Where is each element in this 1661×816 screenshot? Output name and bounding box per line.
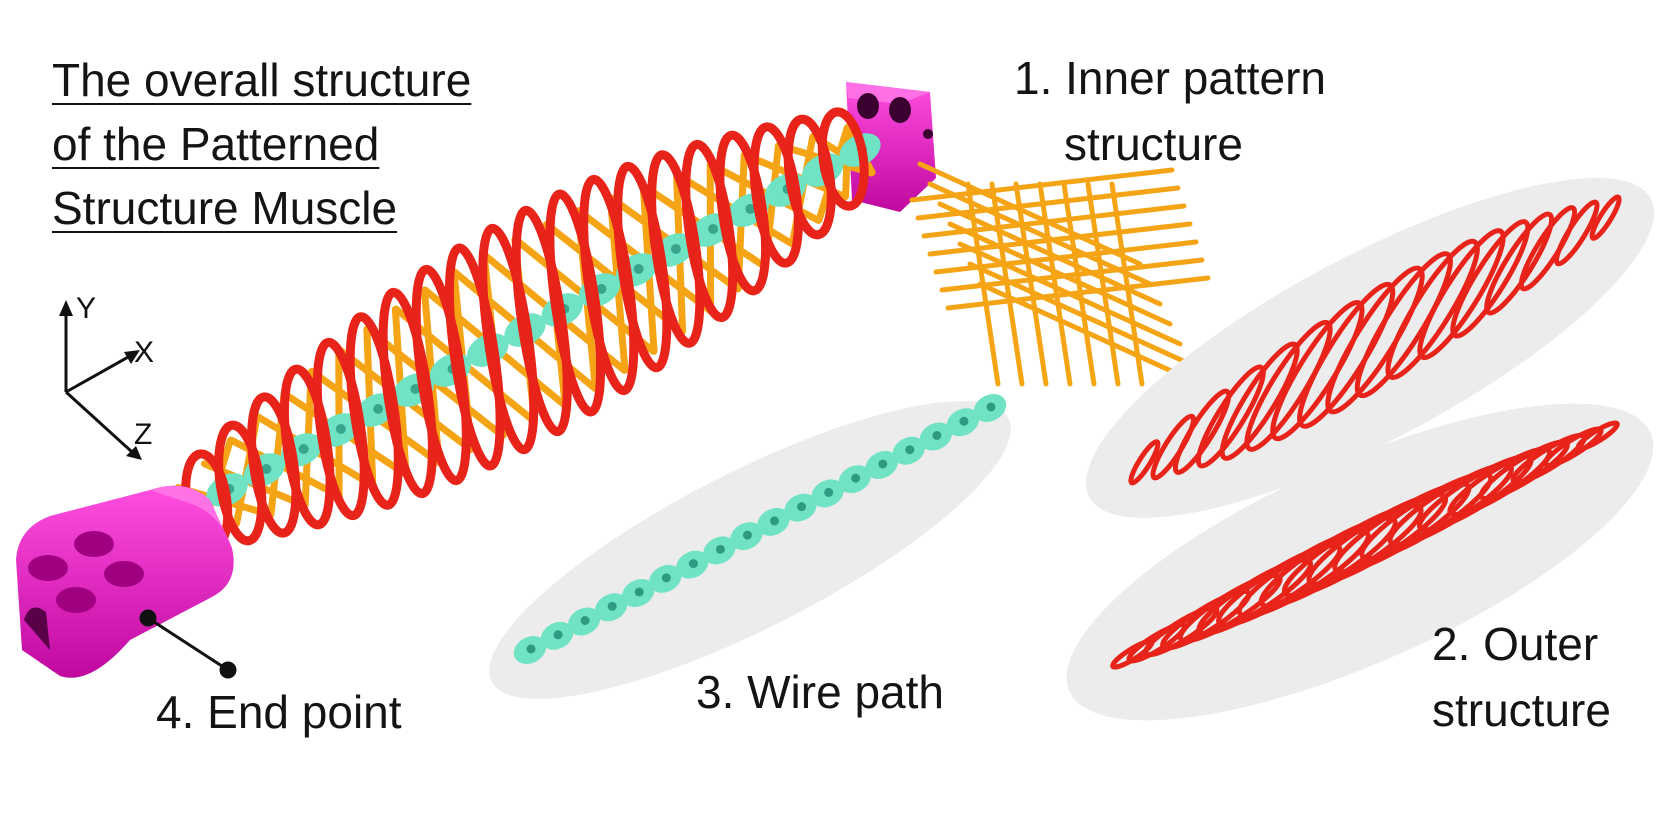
wire-core-hole: [261, 464, 272, 474]
y-axis-arrow: [59, 300, 73, 316]
wire-core-hole: [298, 444, 309, 454]
outer-coil-loop: [1354, 251, 1453, 399]
wire-segment-hole: [824, 487, 834, 497]
outer-coil-loop: [1575, 420, 1620, 452]
title-line-1: The overall structure: [52, 54, 472, 106]
x-axis-arrow: [124, 350, 140, 364]
wire-core-hole: [708, 224, 719, 234]
outer-coil-loop: [1216, 542, 1343, 628]
wire-core-hole: [670, 244, 681, 254]
inner-strut: [1085, 181, 1121, 387]
inner-strut: [1037, 181, 1073, 387]
wire-segment-hole: [688, 559, 698, 569]
wire-segment-hole: [851, 473, 861, 483]
inner-strut: [917, 161, 1143, 267]
helix-loop: [817, 107, 869, 211]
wire-segment-hole: [661, 573, 671, 583]
wire-segment-hole: [797, 502, 807, 512]
far-end-cap: [846, 82, 936, 212]
outer-coil-loop: [1195, 364, 1266, 469]
diagram-title: The overall structure of the Patterned S…: [52, 48, 471, 240]
wire-core-hole: [633, 264, 644, 274]
inner-strut: [1109, 181, 1145, 387]
wire-segment-hole: [742, 530, 752, 540]
inner-strut: [1061, 181, 1097, 387]
muscle-assembly: [16, 82, 936, 679]
wire-core-hole: [596, 284, 607, 294]
wire-segment-hole: [634, 587, 644, 597]
wire-segment-hole: [607, 601, 617, 611]
end-point-pointer: [139, 609, 237, 679]
wire-segment-hole: [932, 430, 942, 440]
outer-coil-loop: [1554, 199, 1600, 267]
outer-coil-loop: [1484, 211, 1555, 316]
inner-strut: [945, 275, 1211, 311]
axis-indicator: [59, 300, 142, 460]
inner-strut: [927, 181, 1153, 287]
wire-segment-hole: [770, 516, 780, 526]
wire-segment-hole: [580, 616, 590, 626]
wire-core-hole: [410, 384, 421, 394]
outer-coil-loop: [1236, 528, 1371, 619]
wire-segment-hole: [553, 630, 563, 640]
outer-coil-loop: [1589, 194, 1622, 241]
outer-coil-loop: [1385, 238, 1480, 381]
label-inner-line-2: structure: [1064, 118, 1243, 170]
wire-segment-hole: [905, 445, 915, 455]
z-axis-line: [64, 390, 134, 454]
title-line-2: of the Patterned: [52, 118, 380, 170]
wire-segment-hole: [986, 402, 996, 412]
outer-coil-loop: [1128, 439, 1161, 486]
label-outer-line-2: structure: [1432, 684, 1611, 736]
inner-strut: [977, 281, 1203, 387]
wire-core-hole: [745, 204, 756, 214]
z-axis-arrow: [126, 446, 142, 460]
outer-structure-lower: [1066, 403, 1654, 721]
title-line-3: Structure Muscle: [52, 182, 398, 234]
z-axis-label: Z: [134, 418, 153, 451]
label-end-point: 4. End point: [156, 686, 402, 738]
label-wire-path: 3. Wire path: [696, 666, 944, 718]
wire-segment-hole: [715, 544, 725, 554]
wire-core-hole: [373, 404, 384, 414]
outer-structure-upper: [1085, 178, 1655, 518]
inner-pattern-part: [909, 161, 1211, 387]
outer-coil-loop: [1417, 228, 1506, 361]
near-end-cap: [16, 485, 234, 678]
x-axis-label: X: [134, 336, 155, 369]
wire-path-part: [489, 394, 1011, 699]
outer-coil-loop: [1172, 388, 1232, 475]
x-axis-line: [65, 354, 131, 394]
outer-coil-loop: [1450, 219, 1531, 339]
wire-segment-hole: [959, 416, 969, 426]
y-axis-label: Y: [76, 292, 97, 325]
wire-segment-hole: [526, 644, 536, 654]
wire-segment-hole: [878, 459, 888, 469]
wire-core-hole: [335, 424, 346, 434]
inner-strut: [967, 261, 1193, 367]
label-inner-line-1: 1. Inner pattern: [1014, 52, 1326, 104]
label-outer-line-1: 2. Outer: [1432, 618, 1599, 670]
inner-strut: [1013, 181, 1049, 387]
